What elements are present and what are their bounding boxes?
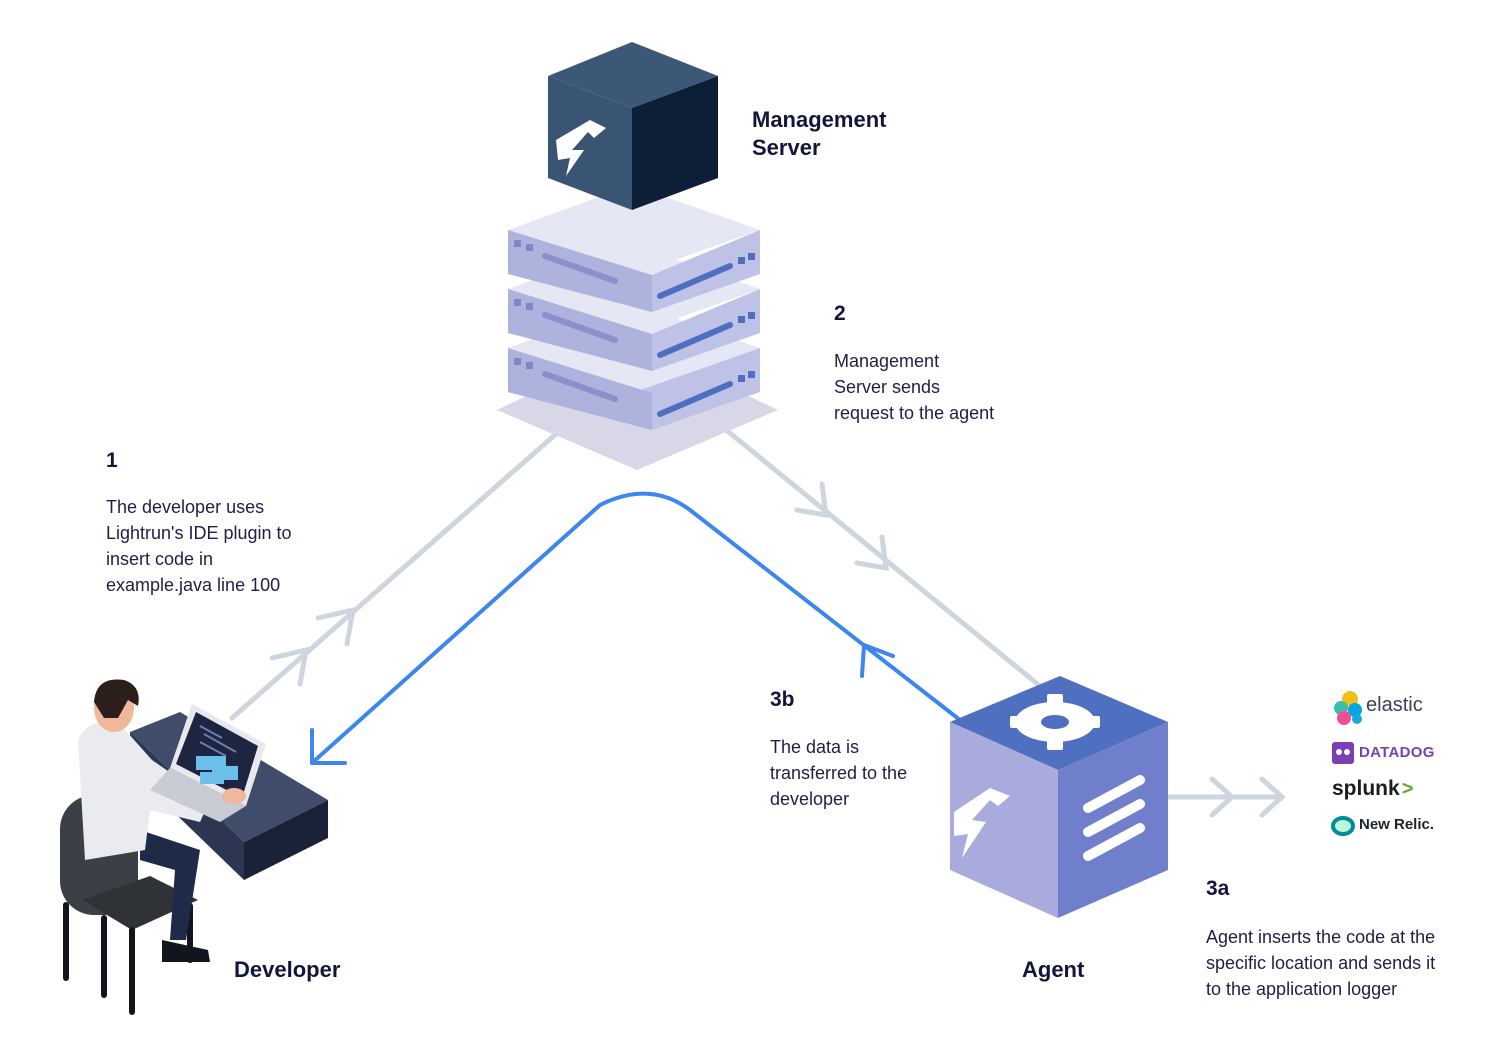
- step-3b-line: transferred to the: [770, 763, 908, 783]
- management-server-title: Management Server: [752, 106, 886, 162]
- data-arrow-icon: [310, 728, 347, 765]
- management-server-illustration: [497, 42, 778, 470]
- log-lines-icon: [1083, 775, 1145, 861]
- datadog-logo: DATADOG: [1359, 744, 1435, 761]
- splunk-caret-icon: >: [1401, 777, 1414, 800]
- step-1-number: 1: [106, 449, 118, 472]
- elastic-logo: elastic: [1366, 694, 1423, 717]
- step-3a-line: Agent inserts the code at the: [1206, 927, 1436, 947]
- datadog-logo-text: DATADOG: [1359, 744, 1435, 761]
- data-arrow-icon: [860, 643, 895, 678]
- step-3b-number: 3b: [770, 688, 795, 711]
- step-1-line: Lightrun's IDE plugin to: [106, 523, 292, 543]
- splunk-logo: splunk >: [1332, 777, 1413, 801]
- step-2-number: 2: [834, 302, 846, 325]
- request-arrow-icon: [794, 481, 829, 519]
- step-3a-line: to the application logger: [1206, 979, 1398, 999]
- step-2-description: Management Server sends request to the a…: [834, 348, 994, 426]
- management-server-title-line1: Management: [752, 107, 887, 132]
- step-3b-line: The data is: [770, 737, 860, 757]
- lightrun-logo-icon: [556, 120, 606, 176]
- logger-arrow-icon: [1259, 776, 1286, 818]
- newrelic-logo: New Relic.: [1359, 816, 1434, 833]
- step-1-line: The developer uses: [106, 497, 265, 517]
- step-3a-line: specific location and sends it: [1206, 953, 1436, 973]
- agent-title: Agent: [1022, 957, 1085, 982]
- request-arrow-icon: [854, 534, 889, 572]
- step-2-line: Management: [834, 351, 940, 371]
- step-3a-description: Agent inserts the code at the specific l…: [1206, 924, 1435, 1002]
- logger-path-agent-to-loggers: [1165, 776, 1286, 818]
- request-path-server-to-agent: [711, 417, 1043, 689]
- step-3b-line: developer: [770, 789, 850, 809]
- gear-icon: [1010, 694, 1100, 750]
- datadog-logo-icon: [1332, 742, 1354, 764]
- developer-illustration: [60, 679, 328, 1015]
- agent-illustration: [950, 676, 1168, 918]
- data-path-agent-to-developer: [310, 491, 962, 765]
- request-arrow-icon: [315, 606, 357, 647]
- lightrun-logo-icon: [954, 788, 1010, 858]
- step-2-line: Server sends: [834, 377, 941, 397]
- management-server-title-line2: Server: [752, 135, 821, 160]
- elastic-logo-text: elastic: [1366, 694, 1423, 716]
- logger-arrow-icon: [1209, 776, 1236, 818]
- request-arrow-icon: [269, 646, 310, 687]
- step-3b-description: The data is transferred to the developer: [770, 734, 907, 812]
- step-2-line: request to the agent: [834, 403, 995, 423]
- request-path-developer-to-server: [229, 417, 575, 721]
- step-1-line: example.java line 100: [106, 575, 281, 595]
- splunk-logo-text: splunk: [1332, 777, 1400, 800]
- developer-title: Developer: [234, 957, 341, 982]
- elastic-logo-icon: [1334, 691, 1362, 725]
- newrelic-logo-icon: [1331, 816, 1355, 836]
- step-1-description: The developer uses Lightrun's IDE plugin…: [106, 494, 292, 598]
- newrelic-logo-text: New Relic.: [1359, 816, 1435, 833]
- step-1-line: insert code in: [106, 549, 214, 569]
- step-3a-number: 3a: [1206, 877, 1230, 900]
